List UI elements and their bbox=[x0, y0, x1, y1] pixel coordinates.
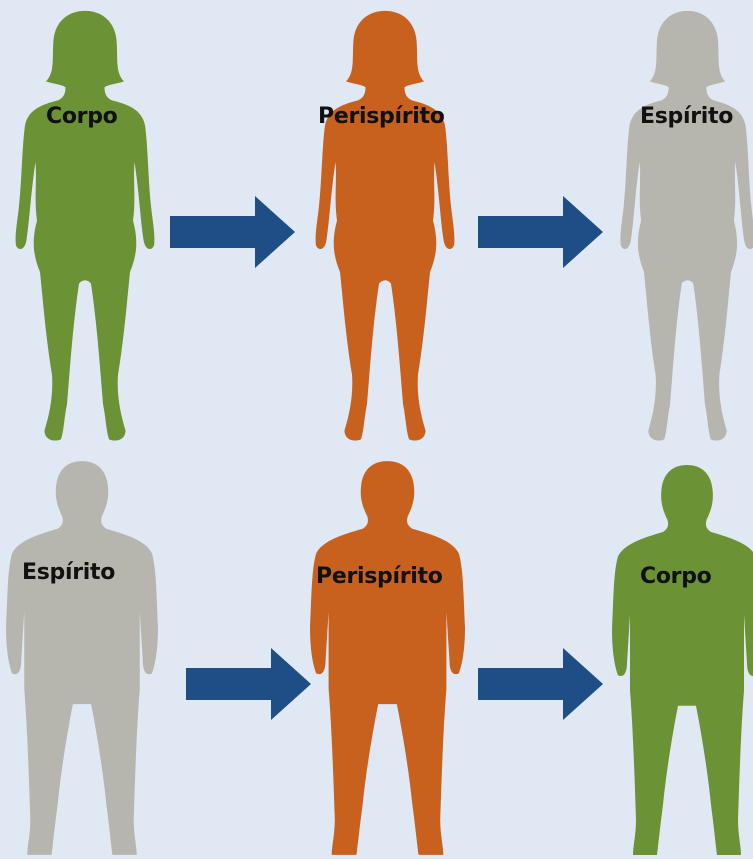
man-silhouette-icon bbox=[6, 458, 158, 858]
figure-label-perispirito: Perispírito bbox=[318, 104, 445, 129]
figure-label-corpo: Corpo bbox=[46, 104, 117, 129]
woman-silhouette-icon bbox=[10, 8, 160, 448]
woman-silhouette-icon bbox=[615, 8, 753, 448]
right-arrow-icon bbox=[186, 648, 311, 720]
figure-label-espirito: Espírito bbox=[22, 560, 115, 585]
right-arrow-icon bbox=[170, 196, 295, 268]
man-silhouette-icon bbox=[612, 462, 753, 858]
right-arrow-icon bbox=[478, 648, 603, 720]
right-arrow-icon bbox=[478, 196, 603, 268]
figure-label-espirito: Espírito bbox=[640, 104, 733, 129]
figure-label-corpo: Corpo bbox=[640, 564, 711, 589]
figure-label-perispirito: Perispírito bbox=[316, 564, 443, 589]
woman-silhouette-icon bbox=[310, 8, 460, 448]
man-silhouette-icon bbox=[310, 458, 465, 858]
